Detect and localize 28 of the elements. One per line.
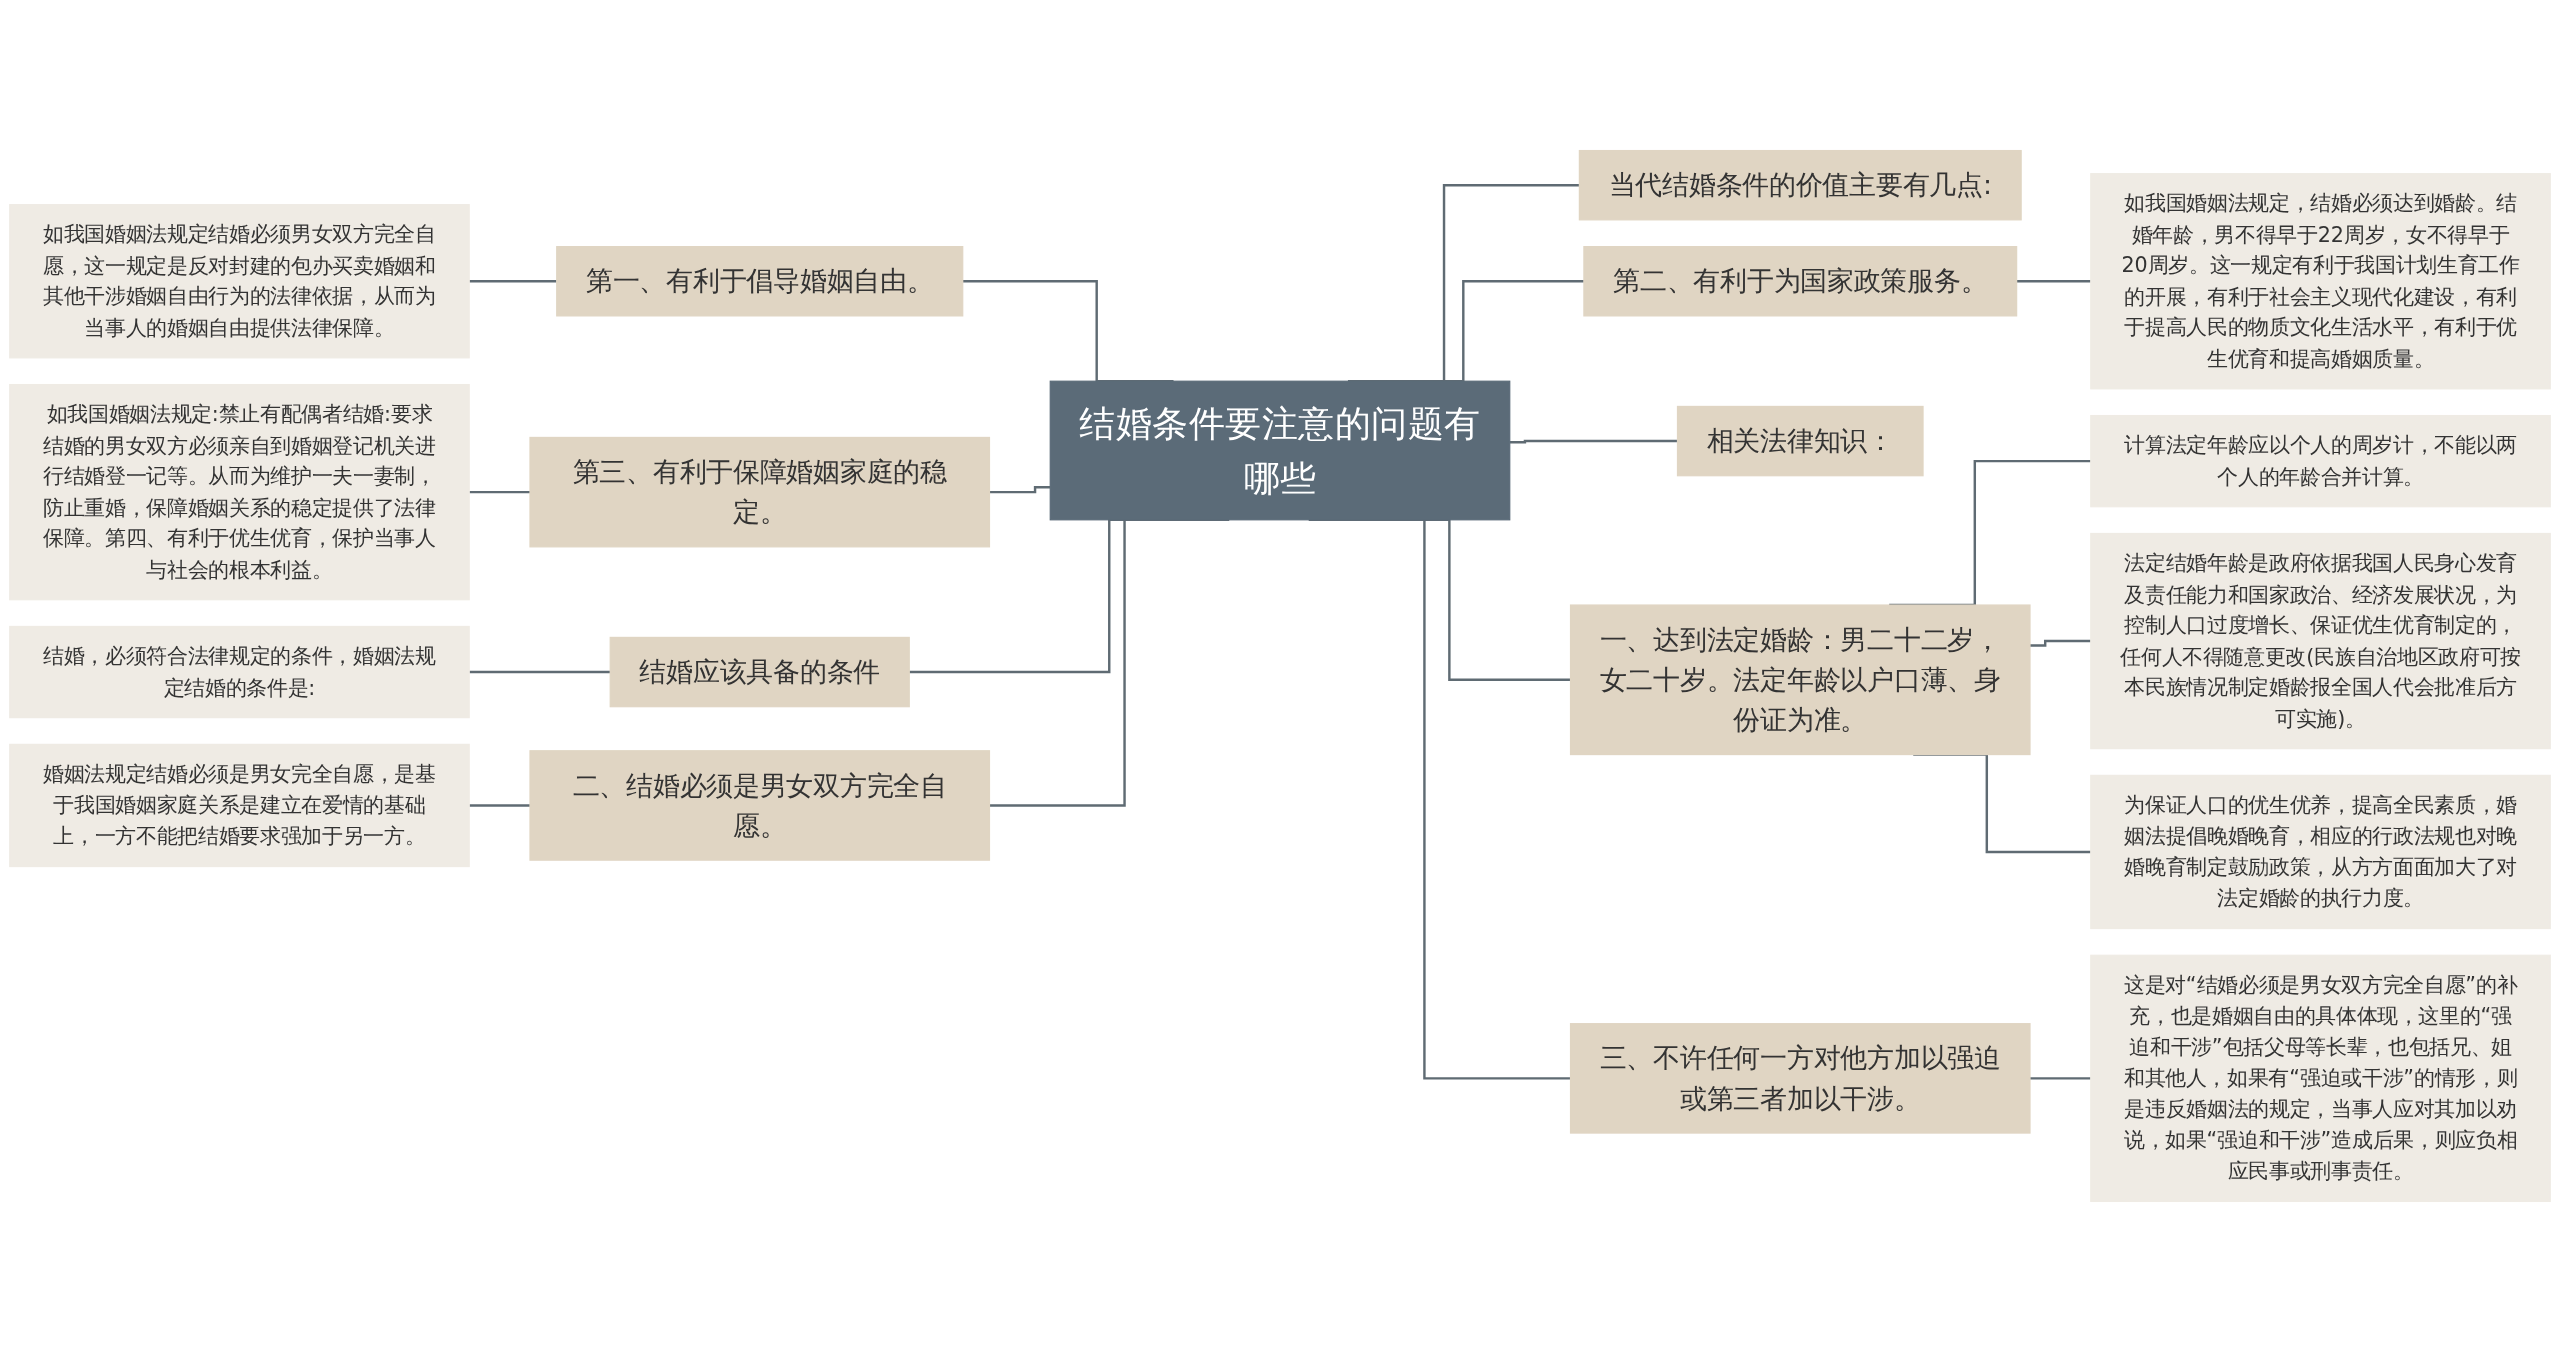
node-box: 第三、有利于保障婚姻家庭的稳定。 <box>529 436 991 548</box>
node-box: 一、达到法定婚龄：男二十二岁，女二十岁。法定年龄以户口薄、身份证为准。 <box>1569 604 2031 756</box>
connector <box>469 280 557 283</box>
node-box: 如我国婚姻法规定:禁止有配偶者结婚:要求结婚的男女双方必须亲自到婚姻登记机关进行结婚登一记等。从而为维护一夫一妻制，防止重婚，保障婚姻关系的稳定提供了法律保障。第四、有利于优生优育，保护当事人与社会的根本利益。 <box>9 383 470 601</box>
node-box: 结婚应该具备的条件 <box>609 636 910 708</box>
node-box: 三、不许任何一方对他方加以强迫或第三者加以干涉。 <box>1569 1023 2031 1134</box>
node-box: 结婚，必须符合法律规定的条件，婚姻法规定结婚的条件是: <box>9 625 470 719</box>
connector <box>469 804 530 807</box>
connector <box>2016 280 2091 283</box>
connector <box>989 486 1051 494</box>
node-box: 如我国婚姻法规定结婚必须男女双方完全自愿，这一规定是反对封建的包办买卖婚姻和其他干涉婚姻自由行为的法律依据，从而为当事人的婚姻自由提供法律保障。 <box>9 204 470 359</box>
node-box: 计算法定年龄应以个人的周岁计，不能以两个人的年龄合并计算。 <box>2090 414 2551 508</box>
node-box: 这是对“结婚必须是男女双方完全自愿”的补充，也是婚姻自由的具体体现，这里的“强迫和干涉”包括父母等长辈，也包括兄、姐和其他人，如果有“强迫或干涉”的情形，则是违反婚姻法的规定，当事人应对其加以劝说，如果“强迫和干涉”造成后果，则应负相应民事或刑事责任。 <box>2090 954 2551 1203</box>
node-box: 当代结婚条件的价值主要有几点: <box>1578 149 2022 221</box>
connector <box>2030 639 2091 647</box>
node-box: 为保证人口的优生优养，提高全民素质，婚姻法提倡晚婚晚育，相应的行政法规也对晚婚晚育制定鼓励政策，从方方面面加大了对法定婚龄的执行力度。 <box>2090 774 2551 930</box>
node-box: 如我国婚姻法规定，结婚必须达到婚龄。结婚年龄，男不得早于22周岁，女不得早于20周岁。这一规定有利于我国计划生育工作的开展，有利于社会主义现代化建设，有利于提高人民的物质文化生活水平，有利于优生优育和提高婚姻质量。 <box>2090 173 2551 390</box>
connector <box>469 670 611 674</box>
node-box: 二、结婚必须是男女双方完全自愿。 <box>529 750 991 861</box>
connector <box>469 490 530 494</box>
node-box: 相关法律知识： <box>1676 405 1924 477</box>
connector <box>1509 439 1678 444</box>
node-box: 第一、有利于倡导婚姻自由。 <box>556 246 964 317</box>
node-box: 婚姻法规定结婚必须是男女完全自愿，是基于我国婚姻家庭关系是建立在爱情的基础上，一方不能把结婚要求强加于另一方。 <box>9 743 470 868</box>
connector <box>2030 1077 2091 1080</box>
node-box: 结婚条件要注意的问题有哪些 <box>1049 380 1511 521</box>
node-box: 第二、有利于为国家政策服务。 <box>1583 246 2018 317</box>
node-box: 法定结婚年龄是政府依据我国人民身心发育及责任能力和国家政治、经济发展状况，为控制人口过度增长、保证优生优育制定的，任何人不得随意更改(民族自治地区政府可按本民族情况制定婚龄报全国人代会批准后方可实施)。 <box>2090 532 2551 750</box>
